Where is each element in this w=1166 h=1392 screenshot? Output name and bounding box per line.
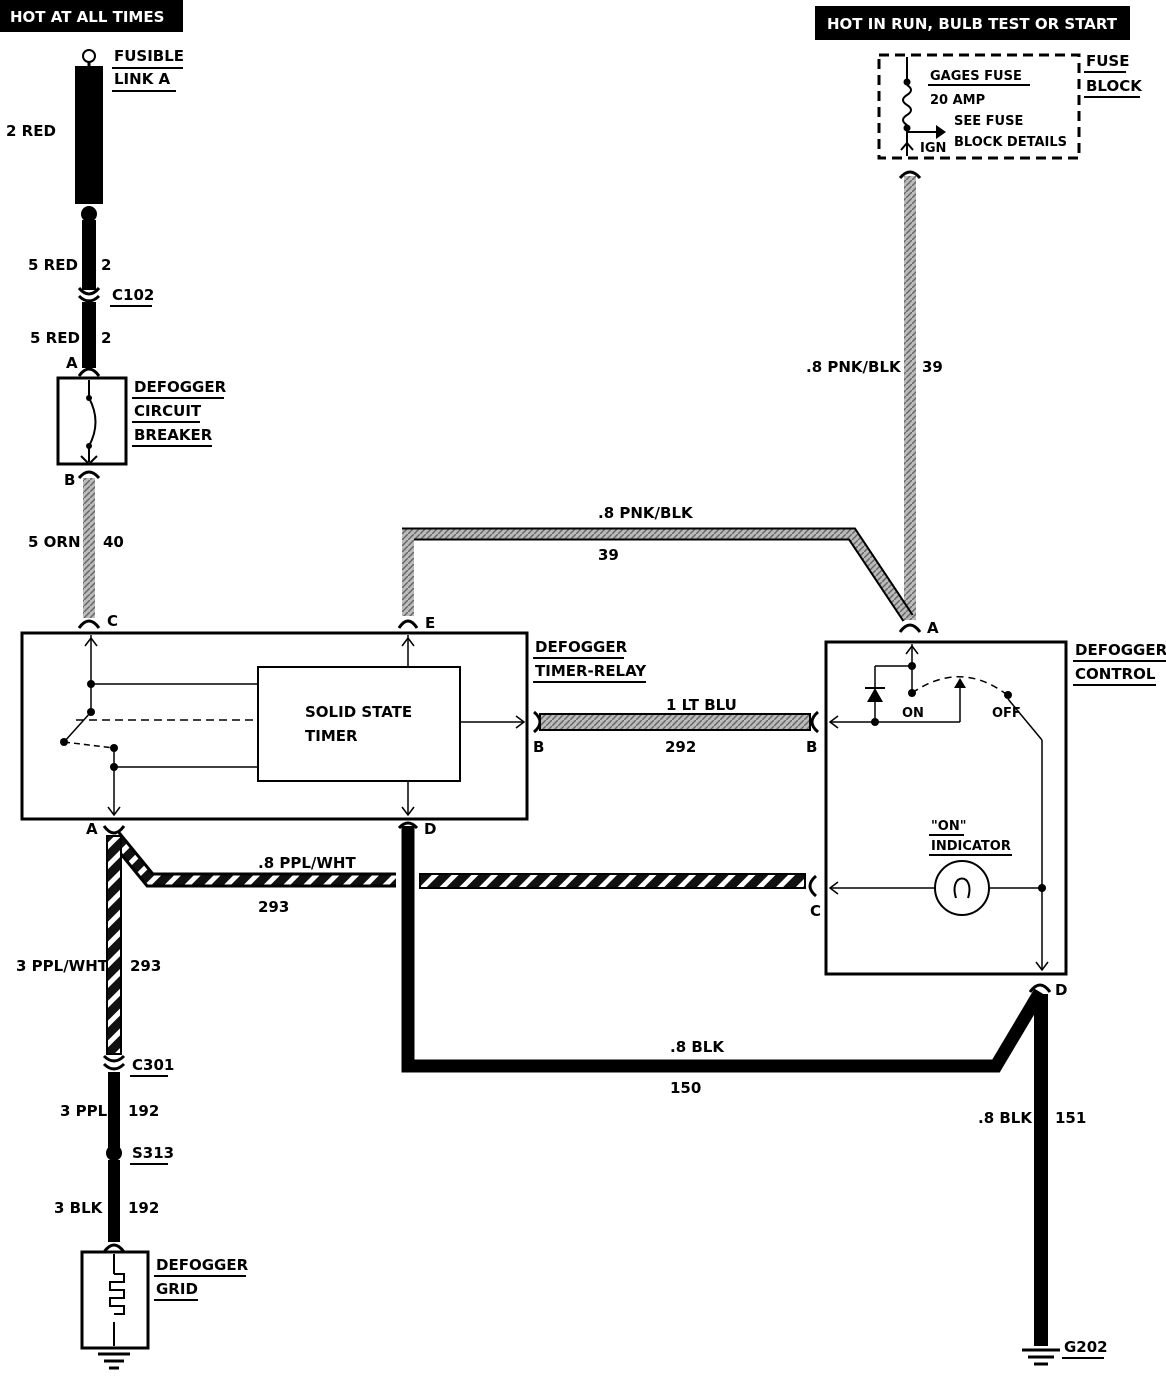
ground-g202: G202 <box>1064 1338 1108 1356</box>
breaker-label-2: CIRCUIT <box>134 402 202 420</box>
grid-label-2: GRID <box>156 1280 198 1298</box>
defogger-grid <box>80 1250 150 1370</box>
control-label-2: CONTROL <box>1075 665 1156 683</box>
hot-at-all-times-header: HOT AT ALL TIMES <box>0 0 183 32</box>
wire-39-vertical-circuit: 39 <box>922 358 943 376</box>
defogger-timer-relay <box>20 631 529 821</box>
solid-state-timer-label-2: TIMER <box>305 727 358 745</box>
fuse-block <box>877 53 1081 160</box>
wire-39-top-label: .8 PNK/BLK <box>598 504 694 522</box>
hot-in-run-header: HOT IN RUN, BULB TEST OR START <box>815 6 1130 40</box>
timer-pin-d: D <box>424 820 436 838</box>
wire-293-horiz-circuit: 293 <box>258 898 289 916</box>
wire-151 <box>1022 994 1060 1366</box>
see-fuse-label-1: SEE FUSE <box>954 114 1023 129</box>
control-on-label: ON <box>902 706 924 721</box>
ign-label: IGN <box>920 141 946 156</box>
breaker-pin-b: B <box>64 471 75 489</box>
wire-293-vert-label: 3 PPL/WHT <box>16 957 109 975</box>
s313-splice: S313 <box>132 1144 174 1162</box>
c301-wire: 3 PPL <box>60 1102 108 1120</box>
fuse-block-label-2: BLOCK <box>1086 77 1143 95</box>
defogger-control <box>824 640 1068 976</box>
timer-relay-label-1: DEFOGGER <box>535 638 628 656</box>
wire-40 <box>77 470 101 629</box>
solid-state-timer-label-1: SOLID STATE <box>305 703 412 721</box>
defogger-circuit-breaker <box>56 376 128 466</box>
wire-293-vert-circuit: 293 <box>130 957 161 975</box>
c102-circuit-below: 2 <box>101 329 111 347</box>
timer-pin-e: E <box>425 614 435 632</box>
c301-connector: C301 <box>132 1056 174 1074</box>
c102-connector: C102 <box>112 286 154 304</box>
wire-39 <box>397 170 922 633</box>
c102-wire-above: 5 RED <box>28 256 78 274</box>
wire-150-label: .8 BLK <box>670 1038 725 1056</box>
fuse-block-label-1: FUSE <box>1086 52 1129 70</box>
wire-292-label: 1 LT BLU <box>666 696 737 714</box>
wire-151-label: .8 BLK <box>978 1109 1033 1127</box>
wire-40-label: 5 ORN <box>28 533 81 551</box>
breaker-label-1: DEFOGGER <box>134 378 227 396</box>
wire-292 <box>532 710 820 734</box>
control-pin-c: C <box>810 902 821 920</box>
wire-5-red <box>77 220 101 377</box>
control-pin-b: B <box>806 738 817 756</box>
svg-text:HOT IN RUN, BULB TEST OR START: HOT IN RUN, BULB TEST OR START <box>827 15 1118 33</box>
control-pin-d: D <box>1055 981 1067 999</box>
s313-wire: 3 BLK <box>54 1199 104 1217</box>
wire-39-vertical-label: .8 PNK/BLK <box>806 358 902 376</box>
indicator-label-1: "ON" <box>931 819 966 834</box>
control-label-1: DEFOGGER <box>1075 641 1166 659</box>
wire-150-circuit: 150 <box>670 1079 701 1097</box>
c301-circuit: 192 <box>128 1102 159 1120</box>
c102-circuit-above: 2 <box>101 256 111 274</box>
see-fuse-label-2: BLOCK DETAILS <box>954 135 1067 150</box>
breaker-label-3: BREAKER <box>134 426 213 444</box>
breaker-pin-a: A <box>66 354 78 372</box>
c102-wire-below: 5 RED <box>30 329 80 347</box>
wire-151-circuit: 151 <box>1055 1109 1086 1127</box>
wire-292-circuit: 292 <box>665 738 696 756</box>
wire-293-horiz-label: .8 PPL/WHT <box>258 854 356 872</box>
control-pin-a: A <box>927 619 939 637</box>
s313-circuit: 192 <box>128 1199 159 1217</box>
fusible-link-label-1: FUSIBLE <box>114 47 184 65</box>
svg-text:HOT AT ALL TIMES: HOT AT ALL TIMES <box>10 8 164 26</box>
wire-39-top-circuit: 39 <box>598 546 619 564</box>
wire-150 <box>397 821 1052 1073</box>
fusible-link-label-2: LINK A <box>114 70 171 88</box>
wire-192 <box>102 1072 126 1253</box>
control-off-label: OFF <box>992 706 1021 721</box>
fusible-link-a <box>75 49 103 222</box>
timer-pin-c: C <box>107 612 118 630</box>
timer-pin-b: B <box>533 738 544 756</box>
gages-fuse-amps: 20 AMP <box>930 93 985 108</box>
gages-fuse-label: GAGES FUSE <box>930 69 1022 84</box>
fusible-link-wire: 2 RED <box>6 122 56 140</box>
timer-pin-a: A <box>86 820 98 838</box>
timer-relay-label-2: TIMER-RELAY <box>535 662 647 680</box>
indicator-label-2: INDICATOR <box>931 839 1011 854</box>
wire-293 <box>102 825 818 1071</box>
grid-label-1: DEFOGGER <box>156 1256 249 1274</box>
wire-40-circuit: 40 <box>103 533 124 551</box>
